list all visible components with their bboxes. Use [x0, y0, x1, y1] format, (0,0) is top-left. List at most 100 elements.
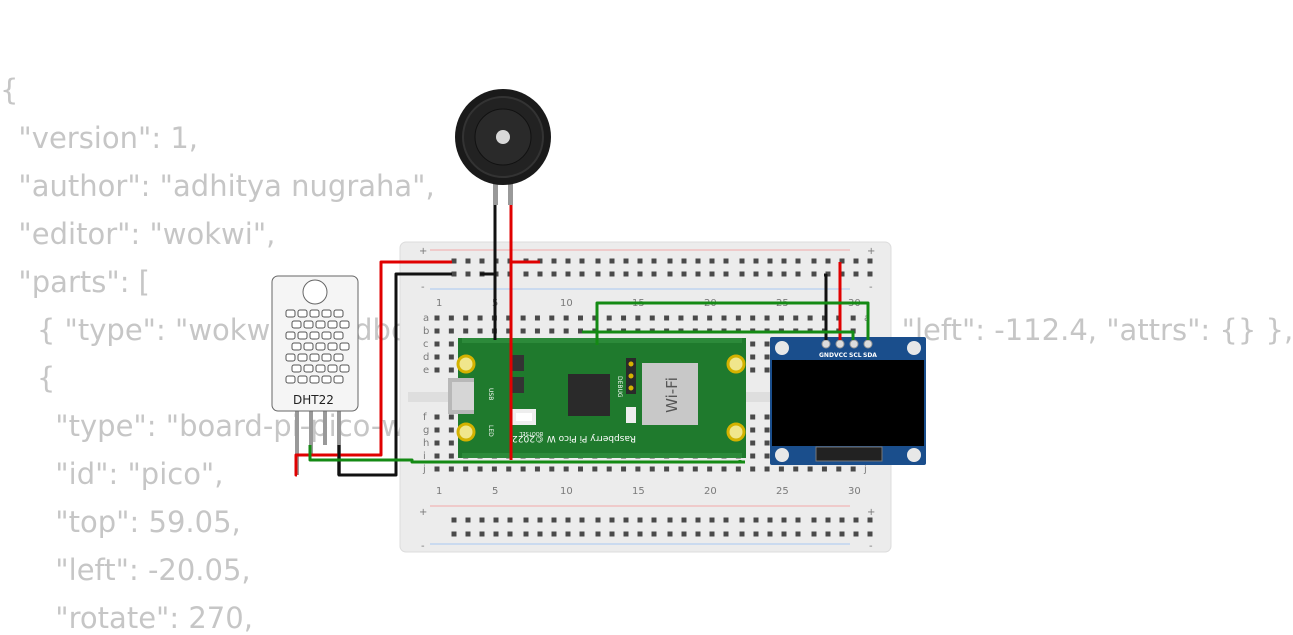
breadboard-hole	[595, 531, 601, 537]
breadboard-hole	[465, 258, 471, 264]
breadboard-hole	[465, 271, 471, 277]
breadboard-hole	[649, 466, 655, 472]
breadboard-hole	[523, 531, 529, 537]
breadboard-hole	[463, 328, 469, 334]
code-line: "parts": [	[0, 265, 150, 299]
breadboard-hole	[867, 271, 873, 277]
breadboard-hole	[623, 517, 629, 523]
dht22-grille-slot	[327, 320, 338, 329]
dht22-label: DHT22	[293, 393, 334, 407]
breadboard-hole	[836, 466, 842, 472]
breadboard-hole	[606, 315, 612, 321]
breadboard-hole	[807, 315, 813, 321]
breadboard-hole	[709, 531, 715, 537]
breadboard-hole	[681, 271, 687, 277]
breadboard-hole	[850, 315, 856, 321]
breadboard-hole	[465, 517, 471, 523]
dht22-grille-slot	[333, 353, 344, 362]
breadboard-hole	[750, 466, 756, 472]
breadboard-hole	[667, 271, 673, 277]
breadboard-hole	[692, 315, 698, 321]
breadboard-hole	[534, 466, 540, 472]
dht22-sensor[interactable]: DHT22	[271, 275, 359, 475]
breadboard-hole	[579, 531, 585, 537]
dht22-grille-slot	[285, 309, 296, 318]
breadboard-hole	[750, 354, 756, 360]
breadboard-hole	[750, 453, 756, 459]
board-label: Raspberry Pi Pico W ©2022	[512, 433, 636, 443]
dht22-grille-slot	[291, 342, 302, 351]
code-line: "version": 1,	[0, 121, 198, 155]
breadboard-hole	[651, 517, 657, 523]
breadboard-hole	[764, 453, 770, 459]
breadboard-hole	[551, 258, 557, 264]
dht22-grille-slot	[327, 342, 338, 351]
breadboard-hole	[667, 531, 673, 537]
breadboard-hole	[750, 427, 756, 433]
wifi-label: Wi-Fi	[663, 377, 681, 413]
rail-plus-label: +	[867, 507, 875, 518]
usb-label: USB	[487, 388, 494, 400]
breadboard-hole	[721, 315, 727, 321]
breadboard-hole	[448, 427, 454, 433]
bootsel-label: BOOTSEL	[519, 430, 543, 436]
breadboard-hole	[707, 315, 713, 321]
wires	[294, 205, 870, 477]
breadboard-hole	[811, 258, 817, 264]
breadboard-hole	[867, 517, 873, 523]
row-label: e	[423, 365, 429, 376]
breadboard-hole	[595, 517, 601, 523]
breadboard-hole	[781, 271, 787, 277]
breadboard-hole	[735, 466, 741, 472]
breadboard-hole	[534, 328, 540, 334]
dht22-grille-slot	[333, 309, 344, 318]
breadboard-hole	[707, 466, 713, 472]
breadboard-hole	[563, 315, 569, 321]
breadboard-hole	[753, 271, 759, 277]
breadboard-hole	[609, 517, 615, 523]
breadboard-hole	[825, 271, 831, 277]
dht22-grille-slot	[309, 375, 320, 384]
breadboard-hole	[434, 354, 440, 360]
breadboard-hole	[807, 466, 813, 472]
breadboard-hole	[563, 328, 569, 334]
breadboard-hole	[735, 315, 741, 321]
breadboard-hole	[506, 315, 512, 321]
breadboard-hole	[523, 271, 529, 277]
breadboard-hole	[595, 258, 601, 264]
breadboard-hole	[825, 517, 831, 523]
oled-pin-vcc: VCC	[834, 352, 848, 359]
rp2040-chip	[568, 374, 610, 416]
breadboard-hole	[434, 427, 440, 433]
code-line: "author": "adhitya nugraha",	[0, 169, 435, 203]
breadboard-hole	[491, 466, 497, 472]
wire-black-rail	[480, 272, 497, 320]
rail-plus-label: +	[867, 246, 875, 257]
breadboard-hole	[565, 531, 571, 537]
breadboard-hole	[723, 517, 729, 523]
breadboard-hole	[549, 328, 555, 334]
breadboard-hole	[793, 466, 799, 472]
dht22-grille-slot	[309, 353, 320, 362]
breadboard-hole	[520, 466, 526, 472]
dht22-grille-slot	[321, 331, 332, 340]
breadboard-hole	[451, 271, 457, 277]
breadboard-hole	[750, 367, 756, 373]
breadboard-hole	[750, 341, 756, 347]
code-line: "id": "pico",	[0, 457, 224, 491]
breadboard-hole	[434, 341, 440, 347]
breadboard-hole	[434, 328, 440, 334]
buzzer[interactable]	[455, 89, 551, 205]
code-line: {	[0, 361, 56, 395]
dht22-grille-slot	[297, 331, 308, 340]
breadboard-hole	[750, 315, 756, 321]
breadboard-hole	[767, 517, 773, 523]
breadboard-hole	[448, 315, 454, 321]
oled-display[interactable]: GND VCC SCL SDA	[770, 337, 926, 465]
breadboard-hole	[448, 440, 454, 446]
code-line: "left": -20.05,	[0, 553, 251, 587]
pico-w-board[interactable]: Wi-Fi Raspberry Pi Pico W ©2022 DEBUG US…	[448, 338, 746, 458]
breadboard-hole	[649, 315, 655, 321]
code-line: "editor": "wokwi",	[0, 217, 276, 251]
breadboard-hole	[781, 531, 787, 537]
